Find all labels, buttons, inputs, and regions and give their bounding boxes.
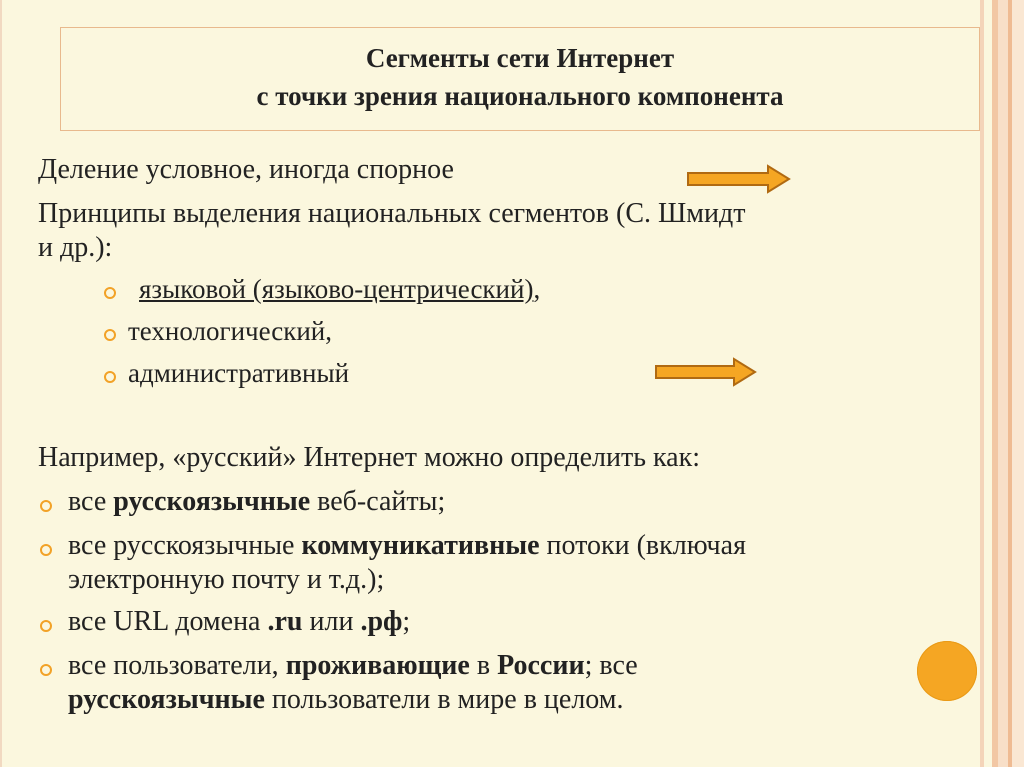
principle-item-1-suffix: , xyxy=(533,274,541,304)
item-text: все xyxy=(68,486,114,517)
item-bold-text: .ru xyxy=(267,606,303,637)
bullet-icon xyxy=(40,664,52,676)
bullet-icon xyxy=(104,371,116,383)
item-text: пользователи в мире в целом. xyxy=(264,684,624,715)
bullet-icon xyxy=(40,544,52,556)
arrow-right-icon xyxy=(655,357,757,387)
example-item-2: все русскоязычные коммуникативные потоки… xyxy=(68,530,746,562)
item-text: все пользователи, xyxy=(68,650,286,681)
example-item-2-line-2: электронную почту и т.д.); xyxy=(68,564,385,595)
left-border xyxy=(0,0,2,767)
intro-line-2: Принципы выделения национальных сегменто… xyxy=(38,198,746,229)
item-bold-text: коммуникативные xyxy=(301,530,540,561)
decorative-circle xyxy=(917,641,977,701)
item-text: веб-сайты; xyxy=(310,486,446,517)
principle-item-1-text: языковой (языково-центрический) xyxy=(139,274,534,304)
item-bold-text: проживающие xyxy=(285,650,470,681)
intro-line-1: Деление условное, иногда спорное xyxy=(38,154,454,185)
principle-item-3: административный xyxy=(128,358,350,388)
item-text: ; все xyxy=(584,650,638,681)
arrow-right-icon xyxy=(687,164,791,194)
item-bold-text: русскоязычные xyxy=(68,684,265,715)
principle-item-1: языковой (языково-центрический), xyxy=(139,274,540,305)
item-bold-text: России xyxy=(497,650,585,681)
example-item-1: все русскоязычные веб-сайты; xyxy=(68,486,445,518)
example-item-4: все пользователи, проживающие в России; … xyxy=(68,650,638,682)
item-bold-text: русскоязычные xyxy=(113,486,311,517)
item-text: или xyxy=(302,606,361,637)
intro-line-3: и др.): xyxy=(38,232,113,263)
item-text: ; xyxy=(402,606,411,637)
title-line-1: Сегменты сети Интернет xyxy=(365,43,675,73)
bullet-icon xyxy=(40,620,52,632)
item-text: потоки (включая xyxy=(539,530,746,561)
title-line-2: с точки зрения национального компонента xyxy=(256,81,784,111)
example-item-4-line-2: русскоязычные пользователи в мире в цело… xyxy=(68,684,623,716)
title-box: Сегменты сети Интернет с точки зрения на… xyxy=(60,27,980,131)
item-bold-text: .рф xyxy=(360,606,403,637)
item-text: в xyxy=(469,650,498,681)
item-text: все русскоязычные xyxy=(68,530,302,561)
item-text: все URL домена xyxy=(68,606,268,637)
bullet-icon xyxy=(104,329,116,341)
example-heading: Например, «русский» Интернет можно опред… xyxy=(38,442,700,473)
example-item-3: все URL домена .ru или .рф; xyxy=(68,606,410,638)
bullet-icon xyxy=(40,500,52,512)
bullet-icon xyxy=(104,287,116,299)
principle-item-2: технологический, xyxy=(128,316,333,346)
decorative-stripes xyxy=(980,0,1024,767)
